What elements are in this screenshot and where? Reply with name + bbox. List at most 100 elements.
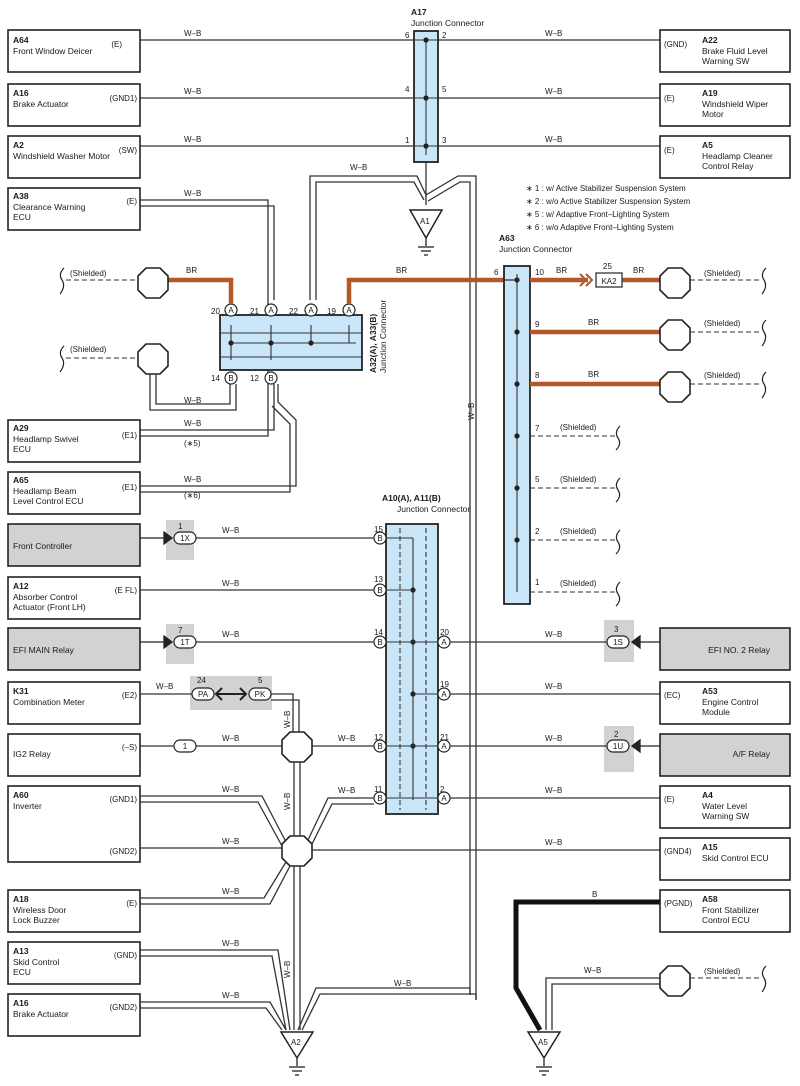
svg-text:B: B: [377, 534, 382, 543]
box-ig2-relay[interactable]: IG2 Relay (–S): [7, 733, 141, 777]
svg-text:A2: A2: [291, 1038, 301, 1047]
svg-text:B: B: [377, 586, 382, 595]
svg-text:(Shielded): (Shielded): [704, 319, 741, 328]
svg-text:A12: A12: [13, 581, 29, 591]
svg-text:(∗6): (∗6): [184, 491, 201, 500]
svg-text:Headlamp Swivel: Headlamp Swivel: [13, 434, 79, 444]
svg-text:W–B: W–B: [338, 786, 355, 795]
splice-main: [281, 835, 313, 867]
svg-text:1: 1: [535, 578, 540, 587]
junction-a32-a33: A32(A), A33(B) Junction Connector 20 21 …: [211, 300, 388, 383]
svg-text:W–B: W–B: [283, 961, 292, 978]
junction-a17: A17 Junction Connector 6 2 4 5 1 3: [405, 7, 484, 163]
svg-text:W–B: W–B: [545, 87, 562, 96]
svg-text:Module: Module: [702, 707, 730, 717]
box-a29[interactable]: A29 Headlamp Swivel ECU (E1) (∗5): [7, 419, 201, 463]
svg-text:8: 8: [535, 371, 540, 380]
box-a22[interactable]: A22 Brake Fluid Level Warning SW (GND): [659, 29, 791, 73]
svg-text:5: 5: [535, 475, 540, 484]
box-af-relay[interactable]: A/F Relay 2 1U: [604, 726, 791, 777]
svg-text:Junction Connector: Junction Connector: [499, 244, 572, 254]
box-a12[interactable]: A12 Absorber Control Actuator (Front LH)…: [7, 576, 141, 620]
svg-text:(EC): (EC): [664, 691, 681, 700]
svg-text:KA2: KA2: [601, 277, 617, 286]
box-a4[interactable]: A4 Water Level Warning SW (E): [659, 785, 791, 829]
svg-text:Brake Fluid Level: Brake Fluid Level: [702, 46, 768, 56]
svg-text:Water Level: Water Level: [702, 801, 747, 811]
svg-text:A15: A15: [702, 842, 718, 852]
box-a2[interactable]: A2 Windshield Washer Motor (SW): [7, 135, 141, 179]
box-efi-no2-relay[interactable]: EFI NO. 2 Relay 3 1S: [604, 620, 791, 671]
ground-a2: A2: [279, 1031, 315, 1076]
svg-text:A2: A2: [13, 140, 24, 150]
svg-text:A53: A53: [702, 686, 718, 696]
svg-text:W–B: W–B: [184, 475, 201, 484]
svg-text:20: 20: [211, 307, 220, 316]
svg-text:Warning SW: Warning SW: [702, 56, 749, 66]
svg-text:BR: BR: [186, 266, 197, 275]
connectors-pa-pk: 24 5 PA PK: [190, 676, 272, 710]
svg-text:Absorber Control: Absorber Control: [13, 592, 77, 602]
svg-text:1: 1: [178, 522, 183, 531]
svg-text:W–B: W–B: [545, 682, 562, 691]
box-a58[interactable]: A58 Front Stabilizer Control ECU (PGND): [659, 889, 791, 933]
svg-text:(E): (E): [111, 40, 122, 49]
svg-text:A4: A4: [702, 790, 713, 800]
svg-text:(GND1): (GND1): [109, 795, 137, 804]
box-a5[interactable]: A5 Headlamp Cleaner Control Relay (E): [659, 135, 791, 179]
shield-left-2: (Shielded) W–B: [59, 343, 237, 411]
box-a65[interactable]: A65 Headlamp Beam Level Control ECU (E1)…: [7, 471, 201, 515]
svg-text:W–B: W–B: [156, 682, 173, 691]
svg-text:W–B: W–B: [283, 711, 292, 728]
svg-text:12: 12: [374, 733, 383, 742]
svg-text:W–B: W–B: [222, 887, 239, 896]
box-a16-top[interactable]: A16 Brake Actuator (GND1): [7, 83, 141, 127]
svg-text:W–B: W–B: [283, 793, 292, 810]
svg-text:Junction Connector: Junction Connector: [378, 300, 388, 373]
box-k31[interactable]: K31 Combination Meter (E2): [7, 681, 141, 725]
box-a15[interactable]: A15 Skid Control ECU (GND4): [659, 837, 791, 881]
svg-text:BR: BR: [396, 266, 407, 275]
box-a13[interactable]: A13 Skid Control ECU (GND): [7, 941, 141, 985]
svg-text:Front Stabilizer: Front Stabilizer: [702, 905, 759, 915]
box-front-controller[interactable]: Front Controller 1 1X: [7, 520, 197, 567]
svg-text:ECU: ECU: [13, 967, 31, 977]
a17-name: Junction Connector: [411, 18, 484, 28]
junction-a10-a11: A10(A), A11(B) Junction Connector 15 13 …: [374, 493, 470, 815]
svg-text:Front Window Deicer: Front Window Deicer: [13, 46, 93, 56]
box-a16-bottom[interactable]: A16 Brake Actuator (GND2): [7, 993, 141, 1037]
box-a19[interactable]: A19 Windshield Wiper Motor (E): [659, 83, 791, 127]
svg-text:10: 10: [535, 268, 544, 277]
box-a53[interactable]: A53 Engine Control Module (EC): [659, 681, 791, 725]
svg-text:A: A: [441, 742, 447, 751]
svg-text:W–B: W–B: [545, 734, 562, 743]
box-a60[interactable]: A60 Inverter (GND1) (GND2): [7, 785, 141, 863]
svg-text:W–B: W–B: [350, 163, 367, 172]
svg-text:W–B: W–B: [222, 939, 239, 948]
svg-text:W–B: W–B: [584, 966, 601, 975]
svg-text:W–B: W–B: [545, 838, 562, 847]
svg-text:1S: 1S: [613, 638, 623, 647]
ground-a5: A5: [526, 1031, 562, 1076]
box-a38[interactable]: A38 Clearance Warning ECU (E): [7, 187, 141, 231]
svg-text:Actuator (Front LH): Actuator (Front LH): [13, 602, 86, 612]
svg-text:W–B: W–B: [545, 786, 562, 795]
svg-text:(E): (E): [664, 94, 675, 103]
svg-text:(Shielded): (Shielded): [70, 345, 107, 354]
svg-text:B: B: [228, 374, 233, 383]
svg-text:(–S): (–S): [122, 743, 137, 752]
svg-text:24: 24: [197, 676, 206, 685]
box-a64[interactable]: A64 Front Window Deicer (E): [7, 29, 141, 73]
svg-text:2: 2: [535, 527, 540, 536]
svg-text:13: 13: [374, 575, 383, 584]
svg-text:25: 25: [603, 262, 612, 271]
box-a18[interactable]: A18 Wireless Door Lock Buzzer (E): [7, 889, 141, 933]
svg-text:(∗5): (∗5): [184, 439, 201, 448]
svg-text:(GND): (GND): [114, 951, 137, 960]
svg-text:K31: K31: [13, 686, 29, 696]
svg-text:EFI MAIN Relay: EFI MAIN Relay: [13, 645, 75, 655]
svg-text:A/F Relay: A/F Relay: [733, 749, 771, 759]
svg-text:(GND): (GND): [664, 40, 687, 49]
svg-text:A65: A65: [13, 475, 29, 485]
box-efi-main-relay[interactable]: EFI MAIN Relay 7 1T: [7, 624, 197, 671]
